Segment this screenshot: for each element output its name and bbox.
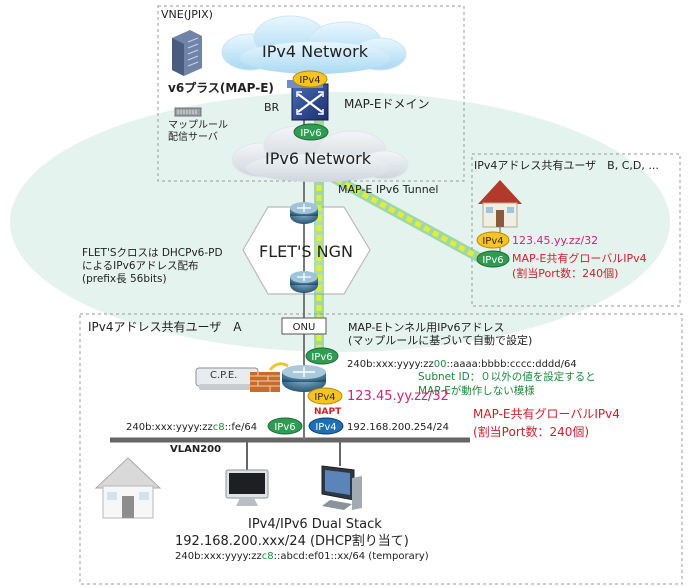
lan-ipv6-badge: IPv6 <box>267 417 303 435</box>
vlan-label: VLAN200 <box>170 444 221 455</box>
map-rule-server-icon <box>174 107 202 117</box>
onu-label: ONU <box>293 322 316 333</box>
dual-stack-ipv6: 240b:xxx:yyyy:zzc8::abcd:ef01::xx/64 (te… <box>175 551 429 562</box>
map-rule-server-label: マップルール配信サーバ <box>168 119 228 143</box>
user-a-box <box>79 313 683 585</box>
user-a-title: IPv4アドレス共有ユーザ A <box>88 320 242 334</box>
ipv6-network-label: IPv6 Network <box>265 149 372 168</box>
ngn-router-bottom <box>290 271 318 293</box>
lan-ipv6-address: 240b:xxx:yyyy:zzc8::fe/64 <box>126 422 257 433</box>
bcd-ipv4-badge: IPv4 <box>476 231 510 249</box>
user-bcd-global-label: MAP-E共有グローバルIPv4 <box>512 251 647 265</box>
svg-text:IPv4: IPv4 <box>315 422 336 433</box>
svg-text:IPv4: IPv4 <box>314 392 335 403</box>
vne-title: VNE(JPIX) <box>161 8 213 21</box>
br-ipv6-badge: IPv6 <box>293 123 329 141</box>
user-bcd-ip: 123.45.yy.zz/32 <box>512 234 598 247</box>
svg-text:IPv4: IPv4 <box>482 236 503 247</box>
cpe-device <box>195 362 289 392</box>
br-label: BR <box>264 101 280 114</box>
house-a-icon <box>94 457 162 519</box>
ipv4-cloud <box>221 15 407 74</box>
user-a-global-label: MAP-E共有グローバルIPv4 <box>473 407 620 421</box>
ngn-router-top <box>290 202 318 224</box>
svg-text:IPv6: IPv6 <box>311 352 332 363</box>
lan-ipv4-address: 192.168.200.254/24 <box>347 422 449 433</box>
napt-label: NAPT <box>314 407 342 417</box>
tunnel-ipv6-address: 240b:xxx:yyyy:zz00::aaaa:bbbb:cccc:dddd/… <box>347 359 577 370</box>
svg-text:IPv6: IPv6 <box>482 255 503 266</box>
ipv4-network-label: IPv4 Network <box>262 42 369 61</box>
svg-text:IPv6: IPv6 <box>300 128 321 139</box>
cpe-router <box>282 365 326 392</box>
ngn-label: FLET'S NGN <box>259 242 353 261</box>
house-bcd-icon <box>478 180 522 228</box>
tunnel-address-title: MAP-Eトンネル用IPv6アドレス(マップルールに基づいて自動で設定) <box>348 321 532 347</box>
bcd-ipv6-badge: IPv6 <box>476 250 510 268</box>
ngn-hexagon <box>242 206 371 295</box>
onu-box <box>281 317 327 335</box>
cpe-ipv6-badge: IPv6 <box>305 347 339 365</box>
user-bcd-ports: (割当Port数：240個) <box>512 266 618 280</box>
vne-box <box>157 5 465 182</box>
cpe-label: C.P.E. <box>210 370 237 381</box>
tunnel-label: MAP-E IPv6 Tunnel <box>338 183 439 196</box>
user-a-ports: (割当Port数：240個) <box>473 424 589 439</box>
service-name: v6プラス(MAP-E) <box>168 80 274 95</box>
user-bcd-box <box>471 153 681 307</box>
br-ipv4-badge: IPv4 <box>292 70 328 88</box>
svg-text:IPv6: IPv6 <box>274 422 295 433</box>
svg-text:IPv4: IPv4 <box>299 75 320 86</box>
dual-stack-title: IPv4/IPv6 Dual Stack <box>248 517 382 532</box>
wan-ip: 123.45.yy.zz/32 <box>347 389 449 404</box>
dual-stack-ipv4: 192.168.200.xxx/24 (DHCP割り当て) <box>175 533 409 549</box>
lan-ipv4-badge: IPv4 <box>308 417 344 435</box>
pc-imac-icon <box>225 469 269 506</box>
map-e-domain-label: MAP-Eドメイン <box>344 97 429 111</box>
workstation-icon <box>321 465 362 510</box>
user-bcd-title: IPv4アドレス共有ユーザ B, C,D, ... <box>474 158 659 172</box>
server-building-icon <box>172 30 202 76</box>
cpe-wan-ipv4-badge: IPv4 <box>307 387 343 405</box>
